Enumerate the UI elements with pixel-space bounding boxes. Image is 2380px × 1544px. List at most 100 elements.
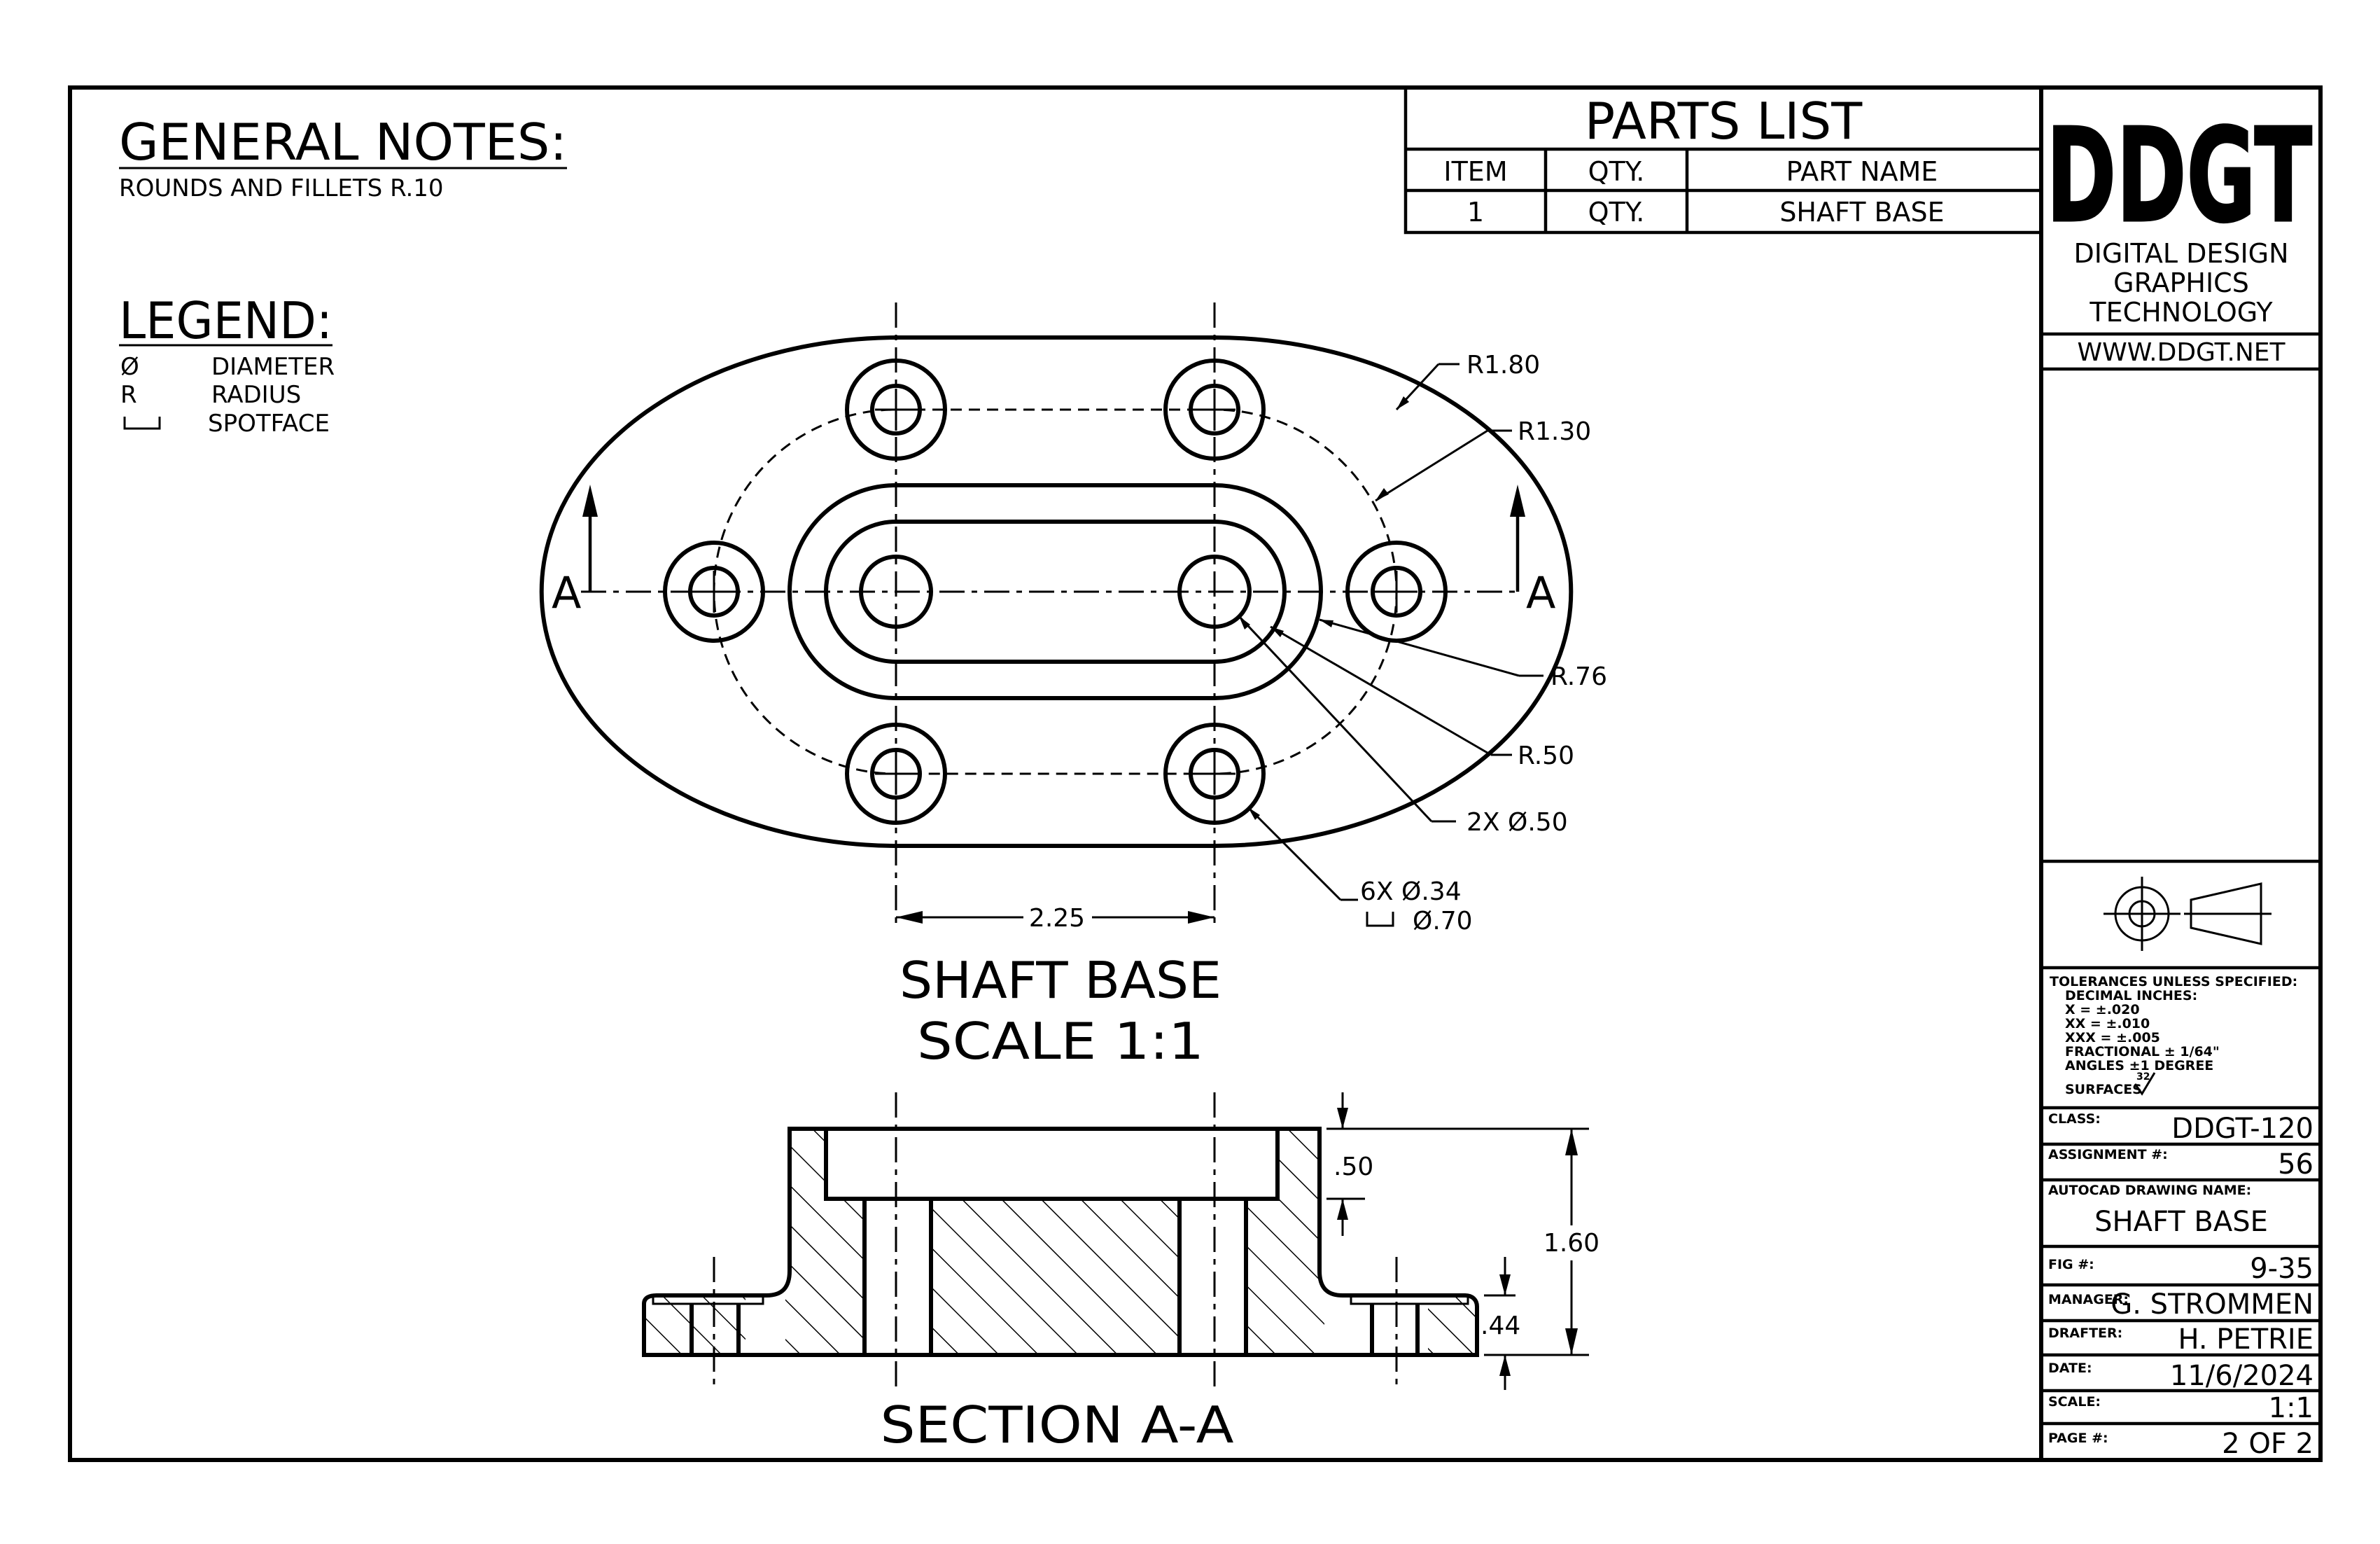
svg-text:6X Ø.34: 6X Ø.34 [1360, 877, 1462, 906]
drawing-name-value: SHAFT BASE [2094, 1206, 2268, 1238]
svg-text:32: 32 [2136, 1071, 2150, 1083]
spotface-symbol-icon [123, 417, 161, 430]
website-text: WWW.DDGT.NET [2078, 338, 2286, 367]
manager-label: MANAGER: [2048, 1292, 2129, 1307]
scale-label: SCALE: [2048, 1394, 2101, 1410]
assignment-value: 56 [2278, 1148, 2314, 1181]
bolt-hole [845, 723, 947, 825]
title-block: DDGT DIGITAL DESIGN GRAPHICS TECHNOLOGY … [2039, 88, 2320, 1460]
parts-list-header-qty: QTY. [1588, 156, 1645, 187]
counterbore [824, 1129, 1280, 1201]
bolt-hole [1345, 541, 1448, 643]
svg-text:DECIMAL INCHES:: DECIMAL INCHES: [2065, 988, 2197, 1003]
general-notes-line: ROUNDS AND FILLETS R.10 [119, 174, 444, 202]
sheet-border [68, 85, 2323, 1462]
legend-symbol-diameter: Ø [120, 353, 139, 381]
parts-list-cell: SHAFT BASE [1779, 197, 1944, 228]
parts-list-title: PARTS LIST [1585, 92, 1863, 151]
section-hatch-right-flange [1428, 1295, 1477, 1355]
legend: LEGEND: Ø DIAMETER R RADIUS SPOTFACE [119, 291, 335, 438]
section-hatch-left-flange [644, 1295, 746, 1355]
svg-text:.44: .44 [1480, 1312, 1520, 1340]
legend-label-diameter: DIAMETER [211, 353, 335, 381]
section-arrow-right: A [1510, 485, 1555, 618]
bolt-hole [663, 541, 765, 643]
svg-text:1.60: 1.60 [1544, 1229, 1600, 1258]
bolt-hole [845, 359, 947, 461]
center-hole [1177, 555, 1252, 629]
top-view: A A R1.80 R1.30 R.76 R.50 [539, 302, 1607, 1071]
leader-center-holes: 2X Ø.50 [1238, 615, 1568, 837]
section-hatch-right-wall [1246, 1129, 1324, 1355]
section-arrow-left: A [552, 485, 598, 618]
svg-text:R.76: R.76 [1550, 662, 1607, 691]
legend-label-spotface: SPOTFACE [208, 410, 330, 438]
ddgt-logo: DDGT [2045, 99, 2314, 253]
svg-text:2.25: 2.25 [1029, 904, 1085, 933]
section-view: .50 1.60 .44 SECTION A-A [642, 1092, 1600, 1454]
drafter-value: H. PETRIE [2178, 1323, 2314, 1356]
parts-list-cell: 1 [1467, 197, 1484, 228]
section-hatch-left-wall [785, 1129, 864, 1355]
leader-bolt-circle-radius: R1.30 [1375, 417, 1591, 502]
date-label: DATE: [2048, 1361, 2092, 1376]
svg-text:Ø.70: Ø.70 [1413, 907, 1473, 936]
svg-text:FRACTIONAL ± 1/64": FRACTIONAL ± 1/64" [2065, 1044, 2220, 1059]
svg-text:XXX = ±.005: XXX = ±.005 [2065, 1030, 2160, 1045]
general-notes-title: GENERAL NOTES: [119, 113, 567, 172]
leader-slot-outer-radius: R.76 [1319, 618, 1607, 691]
bolt-hole [1163, 723, 1266, 825]
section-view-title: SECTION A-A [881, 1396, 1234, 1454]
spotface-symbol-icon [1366, 912, 1394, 927]
center-hole [859, 555, 933, 629]
surface-finish-icon: 32 [2134, 1071, 2156, 1096]
scale-value: 1:1 [2269, 1392, 2314, 1424]
parts-list-cell: QTY. [1588, 197, 1645, 228]
org-name-line: GRAPHICS [2113, 267, 2249, 298]
svg-text:A: A [1526, 567, 1555, 618]
leader-outer-radius: R1.80 [1395, 351, 1540, 411]
leader-bolt-holes: 6X Ø.34 Ø.70 [1247, 806, 1473, 936]
svg-text:X = ±.020: X = ±.020 [2065, 1002, 2140, 1017]
leader-slot-inner-radius: R.50 [1270, 625, 1574, 770]
dimension-hole-spacing: 2.25 [896, 904, 1214, 933]
bolt-hole [1163, 359, 1266, 461]
parts-list-header-part-name: PART NAME [1786, 156, 1938, 187]
svg-text:DDGT: DDGT [2046, 100, 2312, 251]
svg-text:.50: .50 [1334, 1153, 1373, 1181]
drafter-label: DRAFTER: [2048, 1326, 2122, 1341]
general-notes: GENERAL NOTES: ROUNDS AND FILLETS R.10 [119, 113, 567, 202]
svg-text:R.50: R.50 [1518, 742, 1574, 770]
assignment-label: ASSIGNMENT #: [2048, 1147, 2168, 1162]
legend-title: LEGEND: [119, 291, 332, 350]
parts-list-header-item: ITEM [1443, 156, 1507, 187]
org-name-line: DIGITAL DESIGN [2073, 238, 2288, 269]
svg-text:R1.30: R1.30 [1518, 417, 1591, 446]
section-outline [642, 1127, 1479, 1357]
org-name-line: TECHNOLOGY [2089, 297, 2273, 328]
top-view-title: SHAFT BASE [899, 951, 1222, 1010]
bolt-circle-path [713, 408, 1398, 775]
page-label: PAGE #: [2048, 1431, 2108, 1446]
svg-text:ANGLES ±1 DEGREE: ANGLES ±1 DEGREE [2065, 1058, 2213, 1073]
svg-text:XX = ±.010: XX = ±.010 [2065, 1016, 2150, 1031]
top-view-scale: SCALE 1:1 [917, 1012, 1204, 1071]
third-angle-projection-icon [2104, 877, 2272, 951]
svg-text:R1.80: R1.80 [1466, 351, 1540, 380]
class-label: CLASS: [2048, 1111, 2101, 1127]
parts-list: PARTS LIST ITEM QTY. PART NAME 1 QTY. SH… [1404, 85, 2043, 235]
svg-text:A: A [552, 567, 581, 618]
drawing-name-label: AUTOCAD DRAWING NAME: [2048, 1183, 2251, 1198]
legend-symbol-radius: R [120, 381, 137, 409]
tolerance-notes: TOLERANCES UNLESS SPECIFIED: DECIMAL INC… [2050, 974, 2297, 1097]
fig-value: 9-35 [2250, 1253, 2314, 1285]
dimension-flange-height: .44 [1480, 1257, 1520, 1390]
svg-text:TOLERANCES UNLESS SPECIFIED:: TOLERANCES UNLESS SPECIFIED: [2050, 974, 2297, 989]
class-value: DDGT-120 [2171, 1113, 2314, 1145]
fig-label: FIG #: [2048, 1257, 2094, 1272]
dimension-total-height: 1.60 [1326, 1127, 1600, 1356]
date-value: 11/6/2024 [2170, 1360, 2314, 1392]
legend-label-radius: RADIUS [211, 381, 301, 409]
